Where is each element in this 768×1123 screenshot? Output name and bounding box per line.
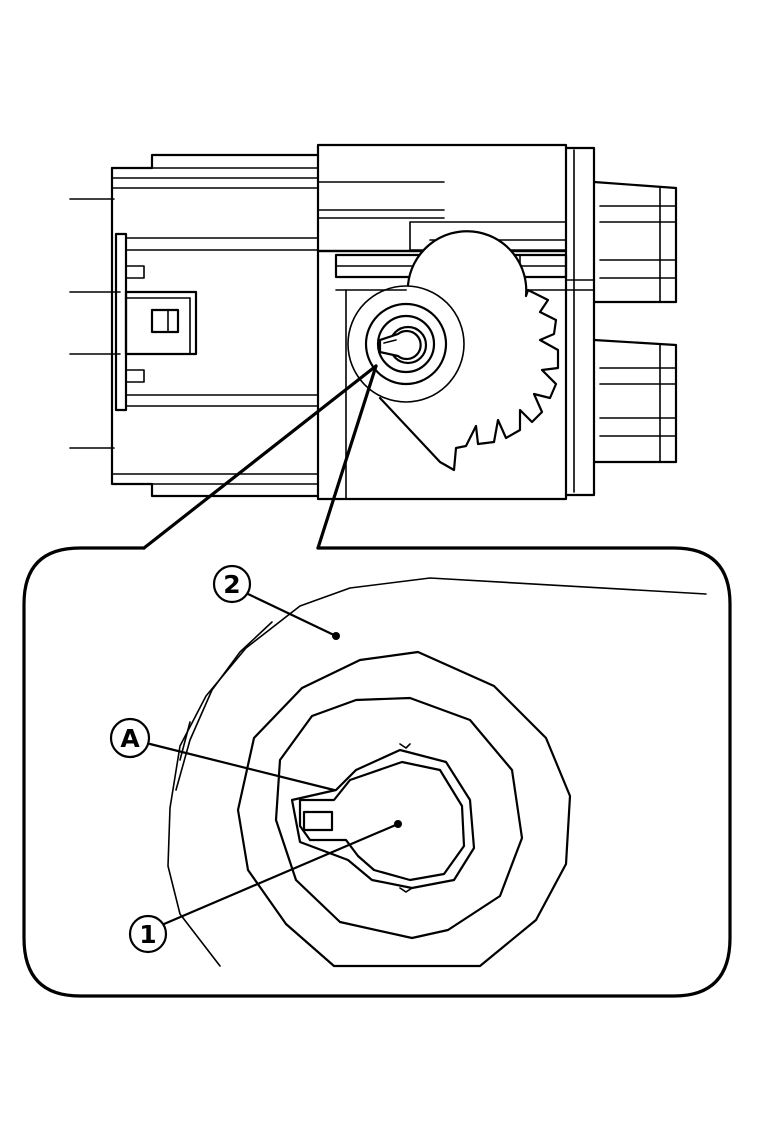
callouts: 2 A 1 xyxy=(109,564,400,954)
detail-view xyxy=(22,546,732,998)
callout-1-label: 1 xyxy=(139,920,156,949)
callout-2: 2 xyxy=(212,564,338,638)
actuator-assembly xyxy=(69,143,678,550)
housing-left xyxy=(110,153,320,498)
zoom-leader xyxy=(142,364,378,550)
callout-1: 1 xyxy=(128,822,400,954)
callout-a: A xyxy=(109,717,336,792)
sector-gear xyxy=(347,230,560,472)
connector-housing xyxy=(564,146,678,497)
callout-2-label: 2 xyxy=(223,570,240,599)
callout-a-label: A xyxy=(120,724,140,753)
